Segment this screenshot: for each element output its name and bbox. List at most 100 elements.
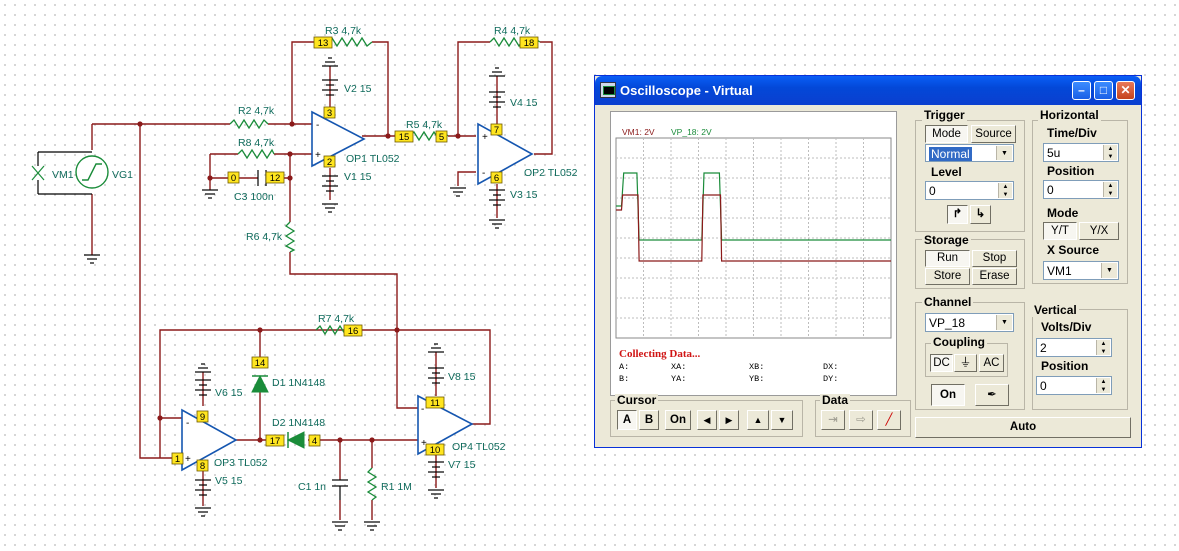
svg-text:+: +	[482, 132, 488, 143]
label-v2: V2 15	[344, 83, 372, 95]
trigger-falling-edge-button[interactable]: ↳	[970, 205, 991, 224]
trigger-mode-button[interactable]: Mode	[925, 125, 968, 143]
opamp-op2[interactable]	[477, 122, 534, 186]
diagram-icon: ╱	[885, 414, 893, 426]
legend-vm1: VM1: 2V	[622, 127, 655, 137]
cursor-a-button[interactable]: A	[617, 410, 637, 430]
data-import-button[interactable]: ⇥	[821, 410, 845, 430]
data-export-button[interactable]: ⇨	[849, 410, 873, 430]
cursor-xa-readout: XA:	[671, 362, 687, 372]
node-badge: 8	[196, 459, 209, 472]
horizontal-title: Horizontal	[1038, 108, 1101, 122]
svg-text:-: -	[421, 404, 424, 415]
auto-button[interactable]: Auto	[915, 417, 1131, 438]
cursor-down-button[interactable]: ▼	[771, 410, 793, 430]
svg-text:-: -	[482, 168, 485, 179]
trigger-source-button[interactable]: Source	[971, 125, 1016, 143]
chevron-down-icon: ▼	[1101, 263, 1117, 278]
x-source-label: X Source	[1047, 243, 1100, 257]
volts-div-value: 2	[1040, 341, 1047, 355]
minimize-button[interactable]: –	[1072, 81, 1091, 100]
vertical-group	[1032, 309, 1128, 410]
scope-grid	[615, 137, 892, 339]
trigger-group	[915, 120, 1025, 232]
svg-text:+: +	[315, 150, 321, 161]
mode-yx-button[interactable]: Y/X	[1079, 222, 1119, 240]
label-v6: V6 15	[215, 387, 243, 399]
oscilloscope-window[interactable]: Oscilloscope - Virtual – □ ✕ VM1: 2V VP_…	[594, 75, 1142, 448]
svg-text:16: 16	[348, 326, 359, 337]
gnd-coupling-button[interactable]: ⏚	[954, 354, 977, 372]
spinner-arrows-icon: ▲▼	[1096, 378, 1110, 393]
batteries	[195, 79, 505, 496]
cursor-left-button[interactable]: ◀	[697, 410, 717, 430]
volts-div-input[interactable]: 2 ▲▼	[1036, 338, 1112, 357]
title-bar[interactable]: Oscilloscope - Virtual – □ ✕	[595, 76, 1141, 105]
opamp-op3[interactable]	[181, 408, 238, 472]
label-r1: R1 1M	[381, 481, 412, 493]
trigger-mode-select[interactable]: Normal ▼	[925, 144, 1014, 162]
window-title: Oscilloscope - Virtual	[620, 83, 753, 98]
dc-coupling-button[interactable]: DC	[930, 354, 953, 372]
diode-d2[interactable]	[286, 431, 305, 449]
node-badge: 5	[435, 130, 448, 143]
opamp-op4[interactable]	[417, 394, 474, 456]
junction-dots	[137, 121, 461, 443]
diode-d1[interactable]	[251, 374, 269, 393]
node-badge: 11	[425, 396, 445, 409]
close-icon: ✕	[1120, 83, 1131, 97]
status-text: Collecting Data...	[619, 348, 701, 360]
time-div-value: 5u	[1047, 146, 1061, 160]
ac-coupling-button[interactable]: AC	[979, 354, 1004, 372]
resistor-r6	[284, 221, 296, 253]
cursor-on-button[interactable]: On	[665, 410, 691, 430]
vertical-position-input[interactable]: 0 ▲▼	[1036, 376, 1112, 395]
svg-text:13: 13	[318, 38, 329, 49]
data-group	[815, 400, 911, 437]
node-badge: 12	[265, 171, 285, 184]
erase-button[interactable]: Erase	[972, 268, 1017, 285]
cursor-up-button[interactable]: ▲	[747, 410, 769, 430]
opamp-pin-signs: -+ +- -+ -+	[185, 120, 488, 465]
maximize-button[interactable]: □	[1094, 81, 1113, 100]
store-button[interactable]: Store	[925, 268, 970, 285]
cursor-right-button[interactable]: ▶	[719, 410, 739, 430]
arrow-up-icon: ▲	[753, 415, 763, 425]
minimize-icon: –	[1078, 83, 1085, 97]
label-op2: OP2 TL052	[524, 167, 578, 179]
run-button[interactable]: Run	[925, 250, 970, 267]
time-div-input[interactable]: 5u ▲▼	[1043, 143, 1119, 162]
horizontal-position-input[interactable]: 0 ▲▼	[1043, 180, 1119, 199]
trace-vp18	[616, 194, 891, 262]
vm1-meter[interactable]	[31, 151, 92, 195]
mode-yt-button[interactable]: Y/T	[1043, 222, 1077, 240]
close-button[interactable]: ✕	[1116, 81, 1135, 100]
trigger-level-input[interactable]: 0 ▲▼	[925, 181, 1014, 200]
ground-symbols	[84, 57, 505, 531]
resistor-r2	[229, 118, 269, 130]
resistor-r8	[237, 148, 275, 160]
spinner-arrows-icon: ▲▼	[998, 183, 1012, 198]
stop-button[interactable]: Stop	[972, 250, 1017, 267]
node-badge: 15	[394, 130, 414, 143]
probe-button[interactable]: ✒	[975, 384, 1009, 406]
node-badge: 3	[323, 106, 336, 119]
label-r7: R7 4,7k	[318, 313, 355, 325]
opamp-op1[interactable]	[311, 110, 366, 168]
trigger-rising-edge-button[interactable]: ↱	[947, 205, 968, 224]
arrow-right-icon: ▶	[725, 415, 733, 425]
vertical-title: Vertical	[1032, 303, 1079, 317]
channel-select[interactable]: VP_18 ▼	[925, 313, 1014, 332]
x-source-select[interactable]: VM1 ▼	[1043, 261, 1119, 280]
trigger-level-value: 0	[929, 184, 936, 198]
channel-value: VP_18	[929, 316, 966, 330]
node-badge: 9	[196, 410, 209, 423]
scope-screen[interactable]: VM1: 2V VP_18: 2V Collecting Data... A: …	[610, 111, 897, 396]
schematic-canvas[interactable]: -+ +- -+ -+ R3 4,7k R4 4,7k R2 4,7k R8 4…	[0, 0, 590, 551]
vg1-source[interactable]	[75, 155, 109, 189]
node-badge: 6	[490, 171, 503, 184]
channel-on-button[interactable]: On	[931, 384, 965, 406]
maximize-icon: □	[1099, 83, 1108, 97]
cursor-b-button[interactable]: B	[639, 410, 659, 430]
data-diagram-button[interactable]: ╱	[877, 410, 901, 430]
